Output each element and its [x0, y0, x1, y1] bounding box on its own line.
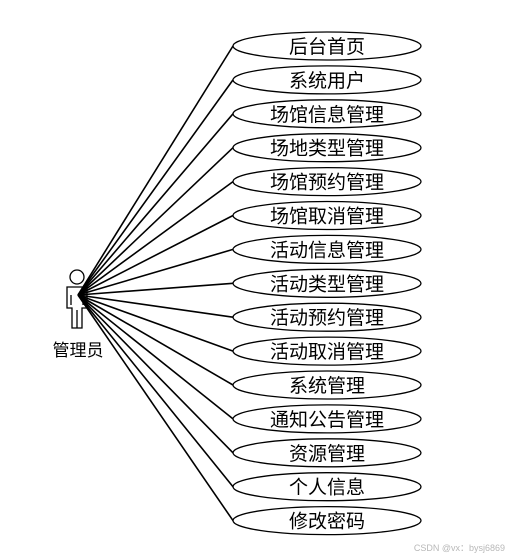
association-line	[77, 180, 234, 296]
association-line	[77, 248, 234, 296]
use-case-ellipse	[232, 200, 422, 231]
association-line	[77, 294, 234, 318]
use-case-ellipse	[232, 65, 422, 95]
use-case: 修改密码	[232, 505, 422, 536]
watermark: CSDN @vx：bysj6869	[413, 543, 505, 553]
use-case-label: 活动取消管理	[270, 341, 384, 363]
association-line	[77, 294, 234, 352]
use-case-label: 场地类型管理	[270, 138, 384, 160]
use-case-label: 场馆取消管理	[270, 206, 384, 228]
use-case: 活动类型管理	[232, 268, 422, 298]
use-case-label: 修改密码	[289, 511, 365, 533]
use-case: 场馆预约管理	[232, 166, 422, 197]
use-case-label: 活动信息管理	[270, 239, 384, 261]
use-case-ellipse	[232, 31, 422, 61]
use-case-ellipse	[232, 336, 422, 366]
use-case-label: 活动预约管理	[270, 307, 384, 329]
use-case: 通知公告管理	[232, 404, 422, 434]
use-case: 活动取消管理	[232, 336, 422, 366]
use-case-label: 场馆信息管理	[270, 104, 384, 126]
association-line	[77, 294, 234, 488]
use-case-ellipse	[232, 166, 422, 197]
use-case-label: 活动类型管理	[270, 273, 384, 295]
use-case-label: 后台首页	[289, 36, 365, 58]
use-case-ellipse	[232, 268, 422, 298]
use-case-label: 系统管理	[289, 375, 365, 397]
association-line	[77, 45, 234, 296]
use-case-label: 通知公告管理	[270, 409, 384, 431]
use-case-ellipse	[232, 99, 422, 129]
association-line	[77, 294, 234, 386]
use-case: 场馆信息管理	[232, 99, 422, 129]
use-case-label: 场馆预约管理	[270, 172, 384, 194]
use-case-label: 个人信息	[289, 477, 365, 499]
use-case-ellipse	[232, 505, 422, 536]
use-case-label: 系统用户	[289, 70, 365, 92]
association-line	[77, 79, 234, 296]
use-case: 系统管理	[232, 370, 422, 400]
association-lines	[77, 45, 234, 522]
use-case-ellipse	[232, 404, 422, 434]
use-case: 系统用户	[232, 65, 422, 95]
association-line	[77, 214, 234, 296]
use-case: 个人信息	[232, 472, 422, 502]
person-icon	[66, 269, 88, 329]
association-line	[77, 294, 234, 454]
use-case-ellipse	[232, 370, 422, 400]
actor-label: 管理员	[53, 341, 104, 361]
use-case-ellipse	[232, 302, 422, 332]
association-line	[77, 282, 234, 296]
association-line	[77, 294, 234, 420]
use-case-ellipse	[232, 472, 422, 502]
use-case: 资源管理	[232, 438, 422, 468]
use-case: 场地类型管理	[232, 133, 422, 163]
use-case-list: 后台首页系统用户场馆信息管理场地类型管理场馆预约管理场馆取消管理活动信息管理活动…	[232, 31, 422, 536]
use-case-label: 资源管理	[289, 443, 365, 465]
use-case: 活动信息管理	[232, 234, 422, 265]
actor-admin: 管理员	[53, 269, 104, 361]
association-line	[77, 294, 234, 522]
use-case: 后台首页	[232, 31, 422, 61]
association-line	[77, 113, 234, 296]
use-case-ellipse	[232, 234, 422, 265]
use-case: 场馆取消管理	[232, 200, 422, 231]
use-case-ellipse	[232, 133, 422, 163]
association-line	[77, 147, 234, 296]
use-case: 活动预约管理	[232, 302, 422, 332]
use-case-ellipse	[232, 438, 422, 468]
